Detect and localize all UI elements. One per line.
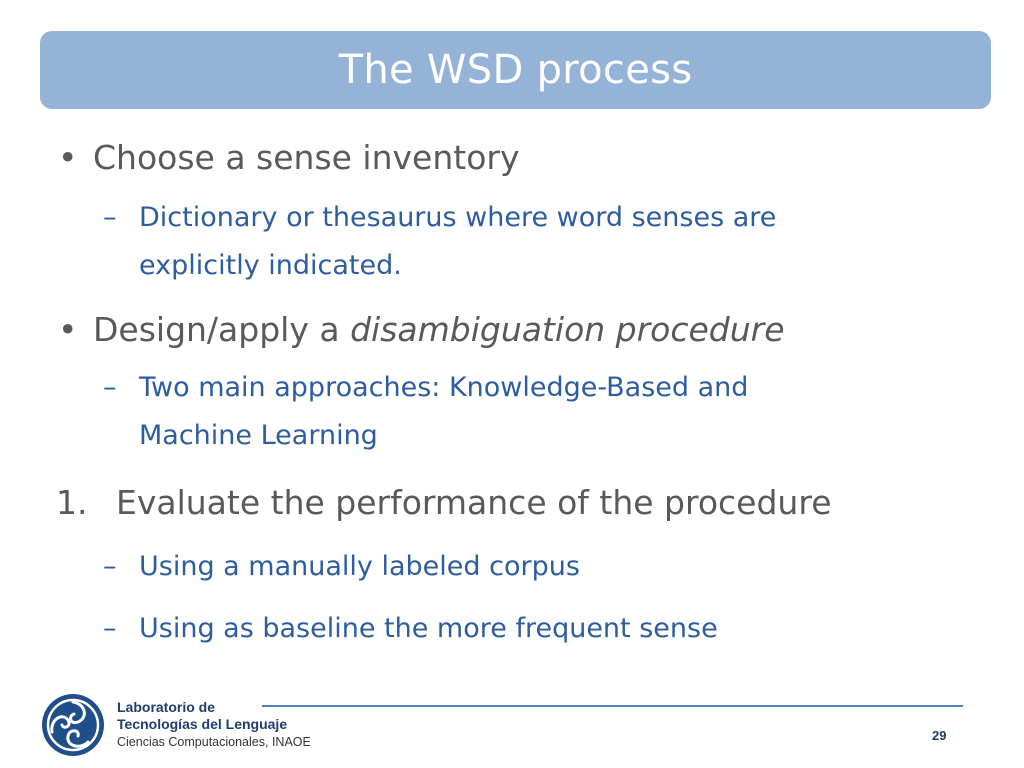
- slide-title: The WSD process: [338, 47, 693, 93]
- bullet-text-design-apply: Design/apply a disambiguation procedure: [93, 310, 785, 349]
- bullet-marker: •: [58, 310, 78, 349]
- sub-text-baseline: Using as baseline the more frequent sens…: [139, 613, 718, 644]
- dash-marker: –: [103, 202, 117, 233]
- sub-text-dictionary-line1: Dictionary or thesaurus where word sense…: [139, 202, 777, 233]
- org-name-line1: Laboratorio de: [117, 699, 216, 715]
- bullet-text-italic: disambiguation procedure: [350, 310, 785, 349]
- sub-text-labeled-corpus: Using a manually labeled corpus: [139, 551, 580, 582]
- dash-marker: –: [103, 551, 117, 582]
- bullet-text-sense-inventory: Choose a sense inventory: [93, 138, 520, 177]
- numbered-marker: 1.: [56, 483, 88, 522]
- page-number: 29: [932, 728, 947, 743]
- bullet-marker: •: [58, 138, 78, 177]
- org-name-line2: Tecnologías del Lenguaje: [117, 716, 288, 732]
- dash-marker: –: [103, 372, 117, 403]
- footer-rule: [262, 705, 963, 707]
- numbered-text-evaluate: Evaluate the performance of the procedur…: [116, 483, 832, 522]
- sub-text-dictionary-line2: explicitly indicated.: [139, 250, 402, 281]
- org-name-line3: Ciencias Computacionales, INAOE: [117, 735, 311, 749]
- sub-text-approaches-line1: Two main approaches: Knowledge-Based and: [139, 372, 749, 403]
- sub-text-approaches-line2: Machine Learning: [139, 420, 378, 451]
- bullet-text-plain: Design/apply a: [93, 310, 351, 349]
- title-bar: The WSD process: [40, 31, 991, 109]
- ltl-spiral-logo-icon: [40, 692, 106, 758]
- dash-marker: –: [103, 613, 117, 644]
